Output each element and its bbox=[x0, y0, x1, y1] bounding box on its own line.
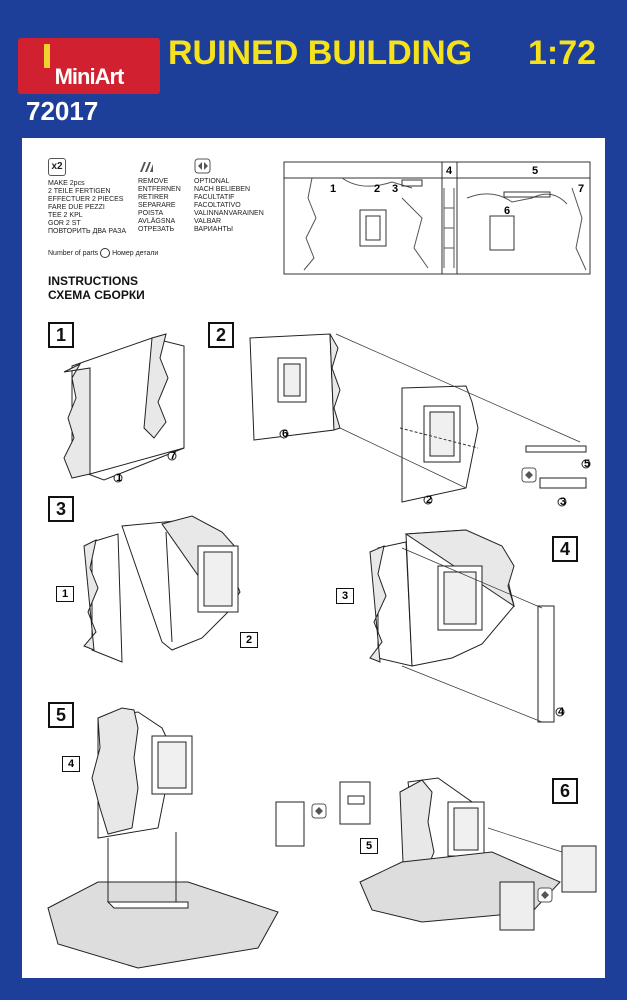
instructions-heading: INSTRUCTIONS СХЕМА СБОРКИ bbox=[48, 274, 145, 302]
part-label: 5 bbox=[584, 458, 590, 470]
logo-accent bbox=[44, 44, 50, 68]
step-5: 5 bbox=[48, 702, 74, 728]
instructions-title: INSTRUCTIONS bbox=[48, 274, 138, 288]
step6-illustration bbox=[275, 777, 597, 931]
logo-text: MiniArt bbox=[54, 64, 125, 89]
legend-text: VALINNANVARAINEN bbox=[194, 210, 264, 217]
sprue-number: 1 bbox=[330, 183, 336, 195]
legend-text: TEE 2 KPL bbox=[48, 212, 83, 219]
sprue-number: 2 bbox=[374, 183, 380, 195]
assembly-tag: 1 bbox=[56, 586, 74, 602]
parts-note-left: Number of parts bbox=[48, 249, 99, 257]
scale-label: 1:72 bbox=[528, 34, 597, 72]
legend-text: VALBAR bbox=[194, 218, 222, 225]
cut-icon bbox=[138, 158, 154, 174]
optional-icon bbox=[194, 158, 211, 174]
assembly-tag: 3 bbox=[336, 588, 354, 604]
legend-text: RETIRER bbox=[138, 194, 169, 201]
instruction-sheet: x2 MAKE 2pcs 2 TEILE FERTIGEN EFFECTUER … bbox=[22, 138, 605, 978]
step3-illustration bbox=[83, 515, 241, 663]
sprue-number: 5 bbox=[532, 165, 538, 177]
legend-text: FARE DUE PEZZI bbox=[48, 204, 105, 211]
part-circle-icon bbox=[100, 248, 111, 258]
legend-text: ENTFERNEN bbox=[138, 186, 181, 193]
legend-text: OPTIONAL bbox=[194, 178, 230, 185]
part-label: 4 bbox=[558, 706, 565, 718]
legend-text: ОТРЕЗАТЬ bbox=[138, 226, 175, 233]
legend-make2: x2 MAKE 2pcs 2 TEILE FERTIGEN EFFECTUER … bbox=[48, 158, 126, 236]
step5-illustration bbox=[47, 707, 279, 969]
legend-text: EFFECTUER 2 PIECES bbox=[48, 196, 124, 203]
legend-text: FACULTATIF bbox=[194, 194, 235, 201]
part-label: 6 bbox=[282, 428, 288, 440]
part-label: 7 bbox=[170, 450, 176, 462]
step-1: 1 bbox=[48, 322, 74, 348]
assembly-tag: 5 bbox=[360, 838, 378, 854]
step-2: 2 bbox=[208, 322, 234, 348]
legend-optional: OPTIONAL NACH BELIEBEN FACULTATIF FACOLT… bbox=[194, 158, 264, 234]
sprue-diagram: 1 2 3 4 5 6 7 bbox=[283, 161, 591, 275]
assembly-tag: 2 bbox=[240, 632, 258, 648]
legend-text: MAKE 2pcs bbox=[48, 180, 85, 187]
product-title: RUINED BUILDING bbox=[168, 34, 473, 72]
step4-illustration: 4 bbox=[369, 529, 565, 723]
legend-remove: REMOVE ENTFERNEN RETIRER SEPARARE POISTA… bbox=[138, 158, 181, 234]
optional-icon bbox=[537, 887, 553, 903]
x2-icon: x2 bbox=[48, 158, 66, 176]
legend-text: POISTA bbox=[138, 210, 164, 217]
step-3: 3 bbox=[48, 496, 74, 522]
part-label: 3 bbox=[560, 496, 566, 508]
legend-text: GOR 2 ST bbox=[48, 220, 81, 227]
parts-note: Number of parts Номер детали bbox=[48, 248, 158, 258]
legend-text: 2 TEILE FERTIGEN bbox=[48, 188, 111, 195]
sprue-number: 3 bbox=[392, 183, 398, 195]
product-code: 72017 bbox=[26, 96, 99, 126]
assembly-tag: 4 bbox=[62, 756, 80, 772]
sprue-number: 4 bbox=[446, 165, 453, 177]
sprue-number: 7 bbox=[578, 183, 584, 195]
sprue-number: 6 bbox=[504, 205, 510, 217]
legend-text: FACOLTATIVO bbox=[194, 202, 241, 209]
legend-text: AVLÄGSNA bbox=[138, 218, 176, 225]
legend-text: SEPARARE bbox=[138, 202, 176, 209]
part-label: 2 bbox=[426, 494, 432, 506]
step1-illustration: 1 7 bbox=[63, 333, 185, 484]
instructions-title-ru: СХЕМА СБОРКИ bbox=[48, 288, 145, 302]
part-label: 1 bbox=[116, 472, 122, 484]
legend-text: NACH BELIEBEN bbox=[194, 186, 251, 193]
legend-text: REMOVE bbox=[138, 178, 169, 185]
optional-icon bbox=[311, 803, 327, 819]
optional-icon bbox=[521, 467, 537, 483]
legend-text: ВАРИАНТЫ bbox=[194, 226, 234, 233]
miniart-logo: MiniArt bbox=[18, 38, 160, 94]
legend-text: ПОВТОРИТЬ ДВА РАЗА bbox=[48, 228, 127, 235]
step2-illustration: 6 2 5 3 bbox=[249, 333, 591, 508]
step-6: 6 bbox=[552, 778, 578, 804]
box-header: MiniArt RUINED BUILDING 1:72 72017 bbox=[0, 0, 627, 135]
parts-note-right: Номер детали bbox=[112, 249, 159, 257]
step-4: 4 bbox=[552, 536, 578, 562]
